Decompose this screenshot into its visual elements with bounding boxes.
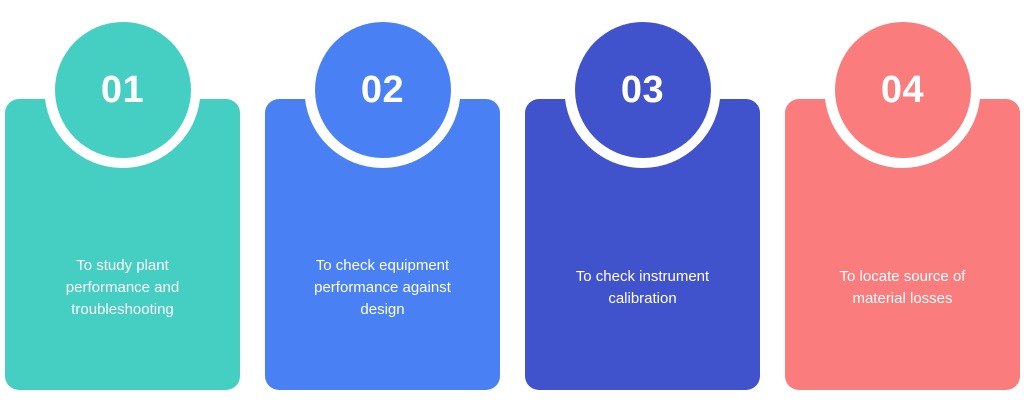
step-card-04[interactable]: 04 To locate source of material losses xyxy=(785,0,1020,414)
step-description: To check instrument calibration xyxy=(537,266,748,310)
step-description: To locate source of material losses xyxy=(797,266,1008,310)
step-description-line: troubleshooting xyxy=(71,301,174,318)
step-description-line: design xyxy=(360,301,405,318)
step-number: 04 xyxy=(880,69,925,111)
step-badge-04: 04 xyxy=(834,22,971,158)
card-body xyxy=(525,99,760,390)
step-card-02[interactable]: 02 To check equipment performance against d… xyxy=(265,0,500,414)
step-badge-01: 01 xyxy=(54,22,191,158)
step-description-line: performance against xyxy=(314,279,451,296)
step-card-03[interactable]: 03 To check instrument calibration xyxy=(525,0,760,414)
step-description-line: material losses xyxy=(852,290,953,307)
step-badge-02: 02 xyxy=(314,22,451,158)
step-description-line: calibration xyxy=(608,290,677,307)
card-body xyxy=(5,99,240,390)
step-number: 01 xyxy=(100,69,145,111)
card-body xyxy=(785,99,1020,390)
step-card-01[interactable]: 01 To study plant performance and troublesh… xyxy=(5,0,240,414)
step-description-line: To check instrument xyxy=(575,268,710,285)
step-number: 03 xyxy=(620,69,665,111)
step-description: To study plant performance and troubleshoo… xyxy=(17,255,228,321)
step-badge-03: 03 xyxy=(574,22,711,158)
step-description-line: To check equipment xyxy=(315,257,450,274)
step-description-line: performance and xyxy=(65,279,180,296)
card-body xyxy=(265,99,500,390)
step-description: To check equipment performance against des… xyxy=(277,255,488,321)
step-description-line: To locate source of xyxy=(839,268,966,285)
step-description-line: To study plant xyxy=(76,257,169,274)
step-number: 02 xyxy=(360,69,405,111)
